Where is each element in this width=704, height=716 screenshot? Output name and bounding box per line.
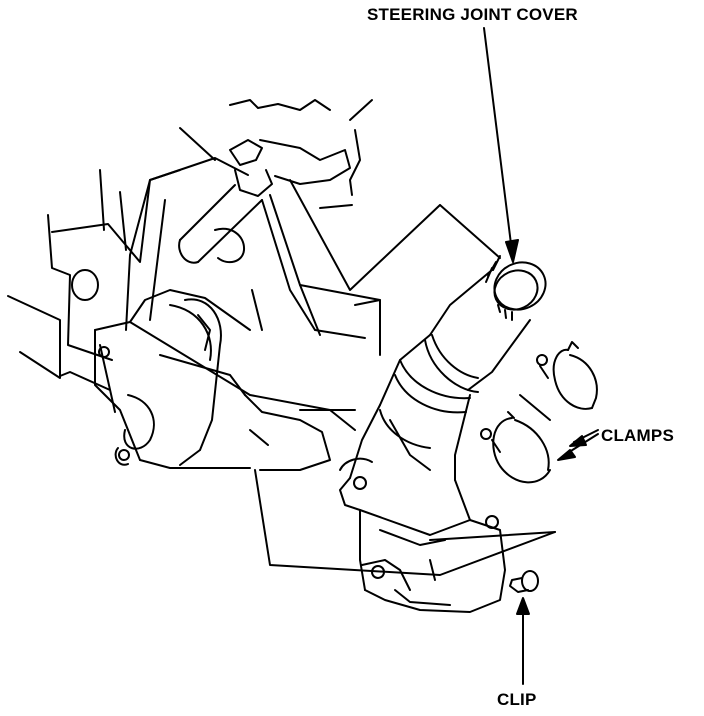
callout-leaders (254, 27, 599, 685)
label-clip: CLIP (497, 690, 537, 709)
label-steering-joint-cover: STEERING JOINT COVER (367, 5, 578, 24)
crossmember (94, 289, 356, 471)
vehicle-frame (7, 99, 373, 391)
clamps (480, 341, 598, 484)
label-clamps: CLAMPS (601, 426, 674, 445)
clip (509, 570, 539, 593)
steering-joint-cover (339, 255, 551, 613)
steering-shaft (125, 139, 501, 466)
